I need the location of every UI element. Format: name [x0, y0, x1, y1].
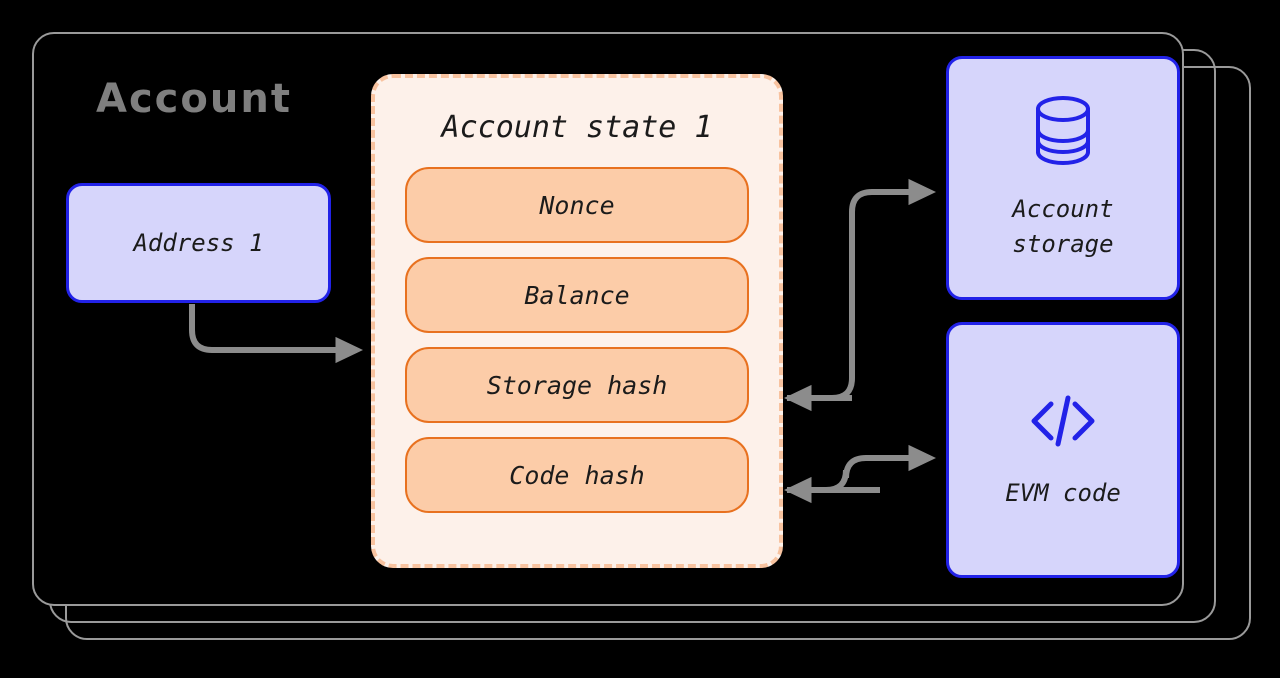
account-state-panel: Account state 1 Nonce Balance Storage ha… — [371, 74, 783, 568]
field-nonce-label: Nonce — [539, 190, 615, 220]
field-nonce[interactable]: Nonce — [405, 167, 749, 243]
evm-code-node[interactable]: EVM code — [946, 322, 1180, 578]
database-icon — [1031, 94, 1095, 178]
code-icon — [1025, 390, 1101, 462]
field-code-hash-label: Code hash — [509, 460, 645, 490]
field-storage-hash[interactable]: Storage hash — [405, 347, 749, 423]
address-label: Address 1 — [133, 228, 264, 257]
address-node[interactable]: Address 1 — [66, 183, 331, 303]
page-title: Account — [96, 76, 292, 122]
field-storage-hash-label: Storage hash — [486, 370, 668, 400]
account-storage-label: Account storage — [1012, 195, 1114, 258]
evm-code-label: EVM code — [1005, 478, 1121, 507]
field-balance-label: Balance — [524, 280, 630, 310]
field-balance[interactable]: Balance — [405, 257, 749, 333]
account-state-title: Account state 1 — [441, 110, 713, 145]
field-code-hash[interactable]: Code hash — [405, 437, 749, 513]
account-storage-node[interactable]: Account storage — [946, 56, 1180, 300]
